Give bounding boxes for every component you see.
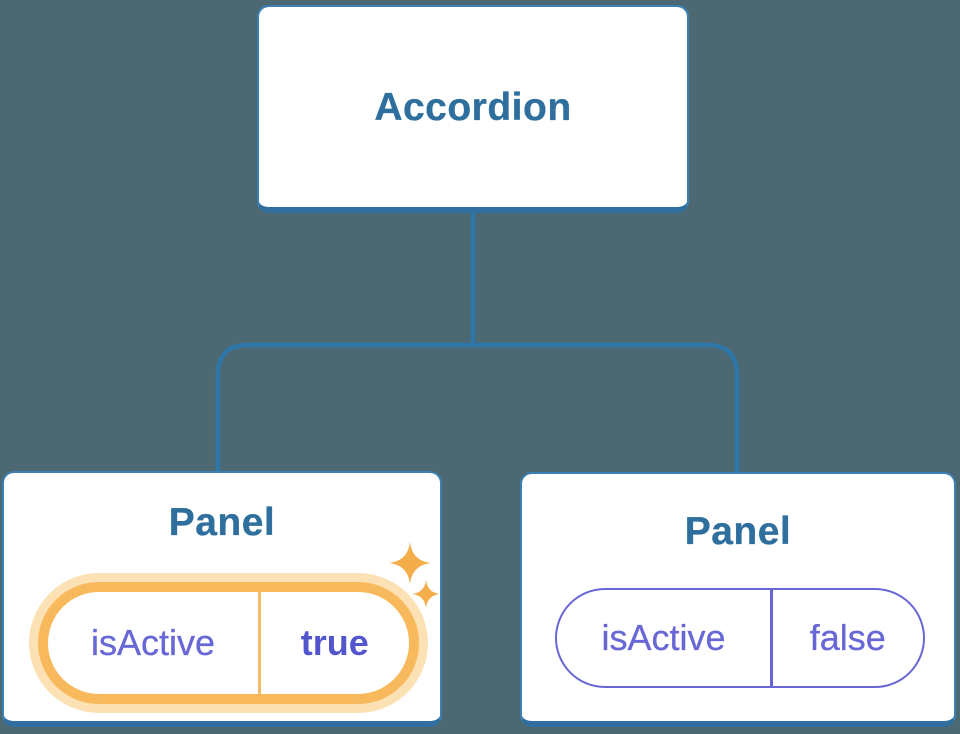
panel-active-label: Panel [168,501,276,544]
sparkle-icon-small [412,580,440,608]
state-value-label: false [809,617,886,658]
connector-branch [215,342,740,473]
state-pill-active: isActive true [38,582,419,704]
pill-divider [258,592,261,694]
panel-inactive-label: Panel [684,510,792,553]
pill-divider [770,590,773,686]
state-key-label: isActive [91,622,216,663]
panel-node-active: Panel isActive true [2,471,442,727]
state-key-label: isActive [601,617,726,658]
state-value-label: true [300,622,369,663]
state-pill-inactive: isActive false [555,588,925,688]
accordion-node: Accordion [257,5,689,213]
panel-node-inactive: Panel isActive false [520,472,956,727]
sparkle-icon-large [389,542,431,584]
accordion-label: Accordion [374,85,572,129]
